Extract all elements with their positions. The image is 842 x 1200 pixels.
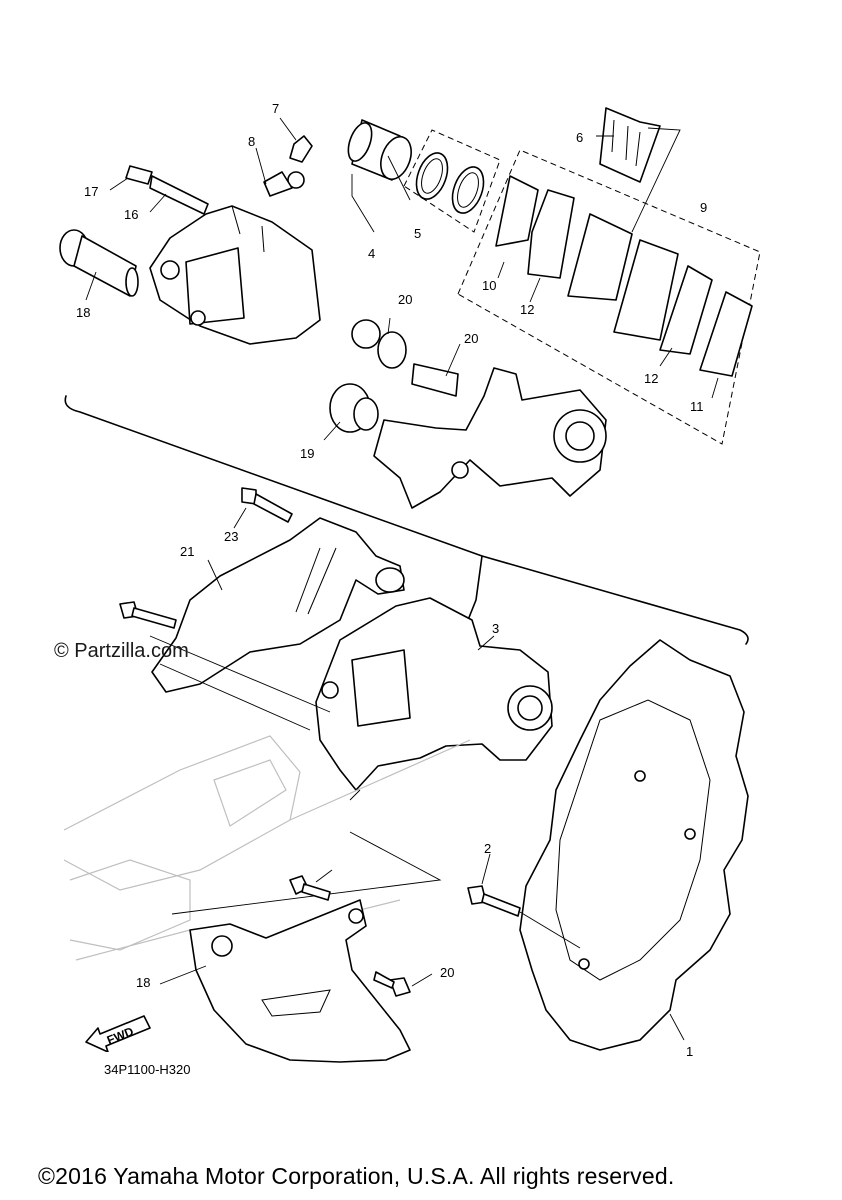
callout-15: 18 xyxy=(76,305,90,320)
disc-guard xyxy=(189,899,411,1063)
callout-3: 3 xyxy=(492,621,499,636)
callout-6: 6 xyxy=(576,130,583,145)
callout-19: 18 xyxy=(136,975,150,990)
callout-18: 20 xyxy=(398,292,412,307)
callout-7: 7 xyxy=(272,101,279,116)
callout-1: 1 xyxy=(686,1044,693,1059)
diagram-code: 34P1100-H320 xyxy=(104,1062,191,1077)
pad-pins xyxy=(125,165,209,215)
callout-14: 17 xyxy=(84,184,98,199)
pad-group-box xyxy=(457,149,761,445)
watermark: © Partzilla.com xyxy=(54,640,189,662)
callout-23: 23 xyxy=(224,529,238,544)
callout-2: 2 xyxy=(484,841,491,856)
seal-group-box xyxy=(403,129,501,233)
callout-5: 5 xyxy=(414,226,421,241)
callout-21: 21 xyxy=(180,544,194,559)
bolt-mount xyxy=(119,601,177,629)
disc-bolt xyxy=(467,885,521,917)
mount-plate xyxy=(151,517,405,693)
copyright-notice: ©2016 Yamaha Motor Corporation, U.S.A. A… xyxy=(38,1163,675,1189)
pad-spring xyxy=(599,107,661,183)
brake-disc xyxy=(519,639,749,1051)
slide-boots xyxy=(329,319,459,433)
forward-arrow-label: FWD xyxy=(105,1024,136,1047)
callout-16: 19 xyxy=(300,446,314,461)
bolt-23 xyxy=(241,487,293,523)
caliper-assembly xyxy=(315,597,553,791)
callout-9: 9 xyxy=(700,200,707,215)
callout-12b: 12 xyxy=(644,371,658,386)
brake-pads xyxy=(495,175,753,377)
caliper-body-exploded xyxy=(149,205,321,345)
callout-12a: 12 xyxy=(520,302,534,317)
bleed-screw xyxy=(263,135,313,197)
piston xyxy=(347,119,412,181)
forward-arrow-icon: FWD xyxy=(85,1015,151,1052)
bolts-20 xyxy=(289,875,411,997)
callout-13: 16 xyxy=(124,207,138,222)
callout-8: 8 xyxy=(248,134,255,149)
callout-4: 4 xyxy=(368,246,375,261)
callout-20b: 20 xyxy=(440,965,454,980)
caliper-bracket-exploded xyxy=(373,367,607,509)
callout-17: 20 xyxy=(464,331,478,346)
callout-10: 10 xyxy=(482,278,496,293)
swingarm-outline xyxy=(63,735,471,961)
slide-pin xyxy=(59,229,139,297)
piston-seals xyxy=(415,152,485,214)
callout-11: 11 xyxy=(690,399,704,414)
